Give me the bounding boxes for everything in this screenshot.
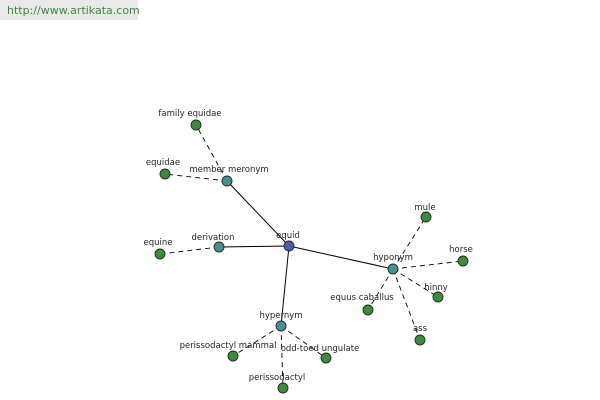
label-ass: ass (413, 324, 428, 334)
label-equus-caballus: equus caballus (330, 293, 394, 303)
node-hypernym[interactable] (275, 320, 287, 332)
edge-hyponym-horse (392, 260, 464, 270)
edge-equid-hyponym (288, 245, 394, 270)
source-url-link[interactable]: http://www.artikata.com (7, 4, 140, 17)
label-derivation: derivation (191, 233, 234, 243)
label-equidae: equidae (146, 158, 180, 168)
node-hyponym[interactable] (387, 263, 399, 275)
label-perissodactyl-mammal: perissodactyl mammal (180, 341, 277, 351)
node-derivation[interactable] (213, 241, 225, 253)
label-horse: horse (449, 245, 473, 255)
label-mule: mule (414, 203, 435, 213)
label-perissodactyl: perissodactyl (249, 373, 306, 383)
node-horse[interactable] (457, 255, 469, 267)
edge-equid-derivation (218, 245, 290, 248)
edge-member-meronym-family-equidae (195, 124, 228, 182)
url-banner: http://www.artikata.com (0, 0, 140, 20)
label-hinny: hinny (424, 283, 448, 293)
node-perissodactyl[interactable] (277, 382, 289, 394)
edge-equid-hypernym (280, 245, 290, 327)
edge-hypernym-perissodactyl (280, 325, 284, 389)
graph-labels: equid member meronym derivation hyponym hype… (144, 109, 473, 383)
label-odd-toed-ungulate: odd-toed ungulate (281, 344, 360, 354)
label-equine: equine (144, 238, 173, 248)
label-equid: equid (276, 231, 300, 241)
node-perissodactyl-mammal[interactable] (227, 350, 239, 362)
node-equidae[interactable] (159, 168, 171, 180)
edge-hypernym-odd-toed-ungulate (280, 325, 327, 359)
edge-hyponym-ass (392, 268, 421, 341)
edge-derivation-equine (159, 246, 220, 255)
graph-nodes (154, 119, 469, 394)
edge-hyponym-equus-caballus (367, 268, 394, 311)
label-hyponym: hyponym (373, 253, 413, 263)
label-hypernym: hypernym (259, 311, 302, 321)
node-ass[interactable] (414, 334, 426, 346)
node-family-equidae[interactable] (190, 119, 202, 131)
edge-hyponym-mule (392, 216, 427, 270)
graph-edges (159, 124, 464, 389)
edge-member-meronym-equidae (164, 173, 228, 182)
label-family-equidae: family equidae (158, 109, 221, 119)
edge-equid-member-meronym (226, 180, 290, 247)
node-odd-toed-ungulate[interactable] (320, 352, 332, 364)
label-member-meronym: member meronym (189, 165, 268, 175)
node-hinny[interactable] (432, 291, 444, 303)
node-equine[interactable] (154, 248, 166, 260)
node-equid[interactable] (283, 240, 295, 252)
node-mule[interactable] (420, 211, 432, 223)
node-equus-caballus[interactable] (362, 304, 374, 316)
edge-hypernym-perissodactyl-mammal (232, 325, 282, 357)
node-member-meronym[interactable] (221, 175, 233, 187)
